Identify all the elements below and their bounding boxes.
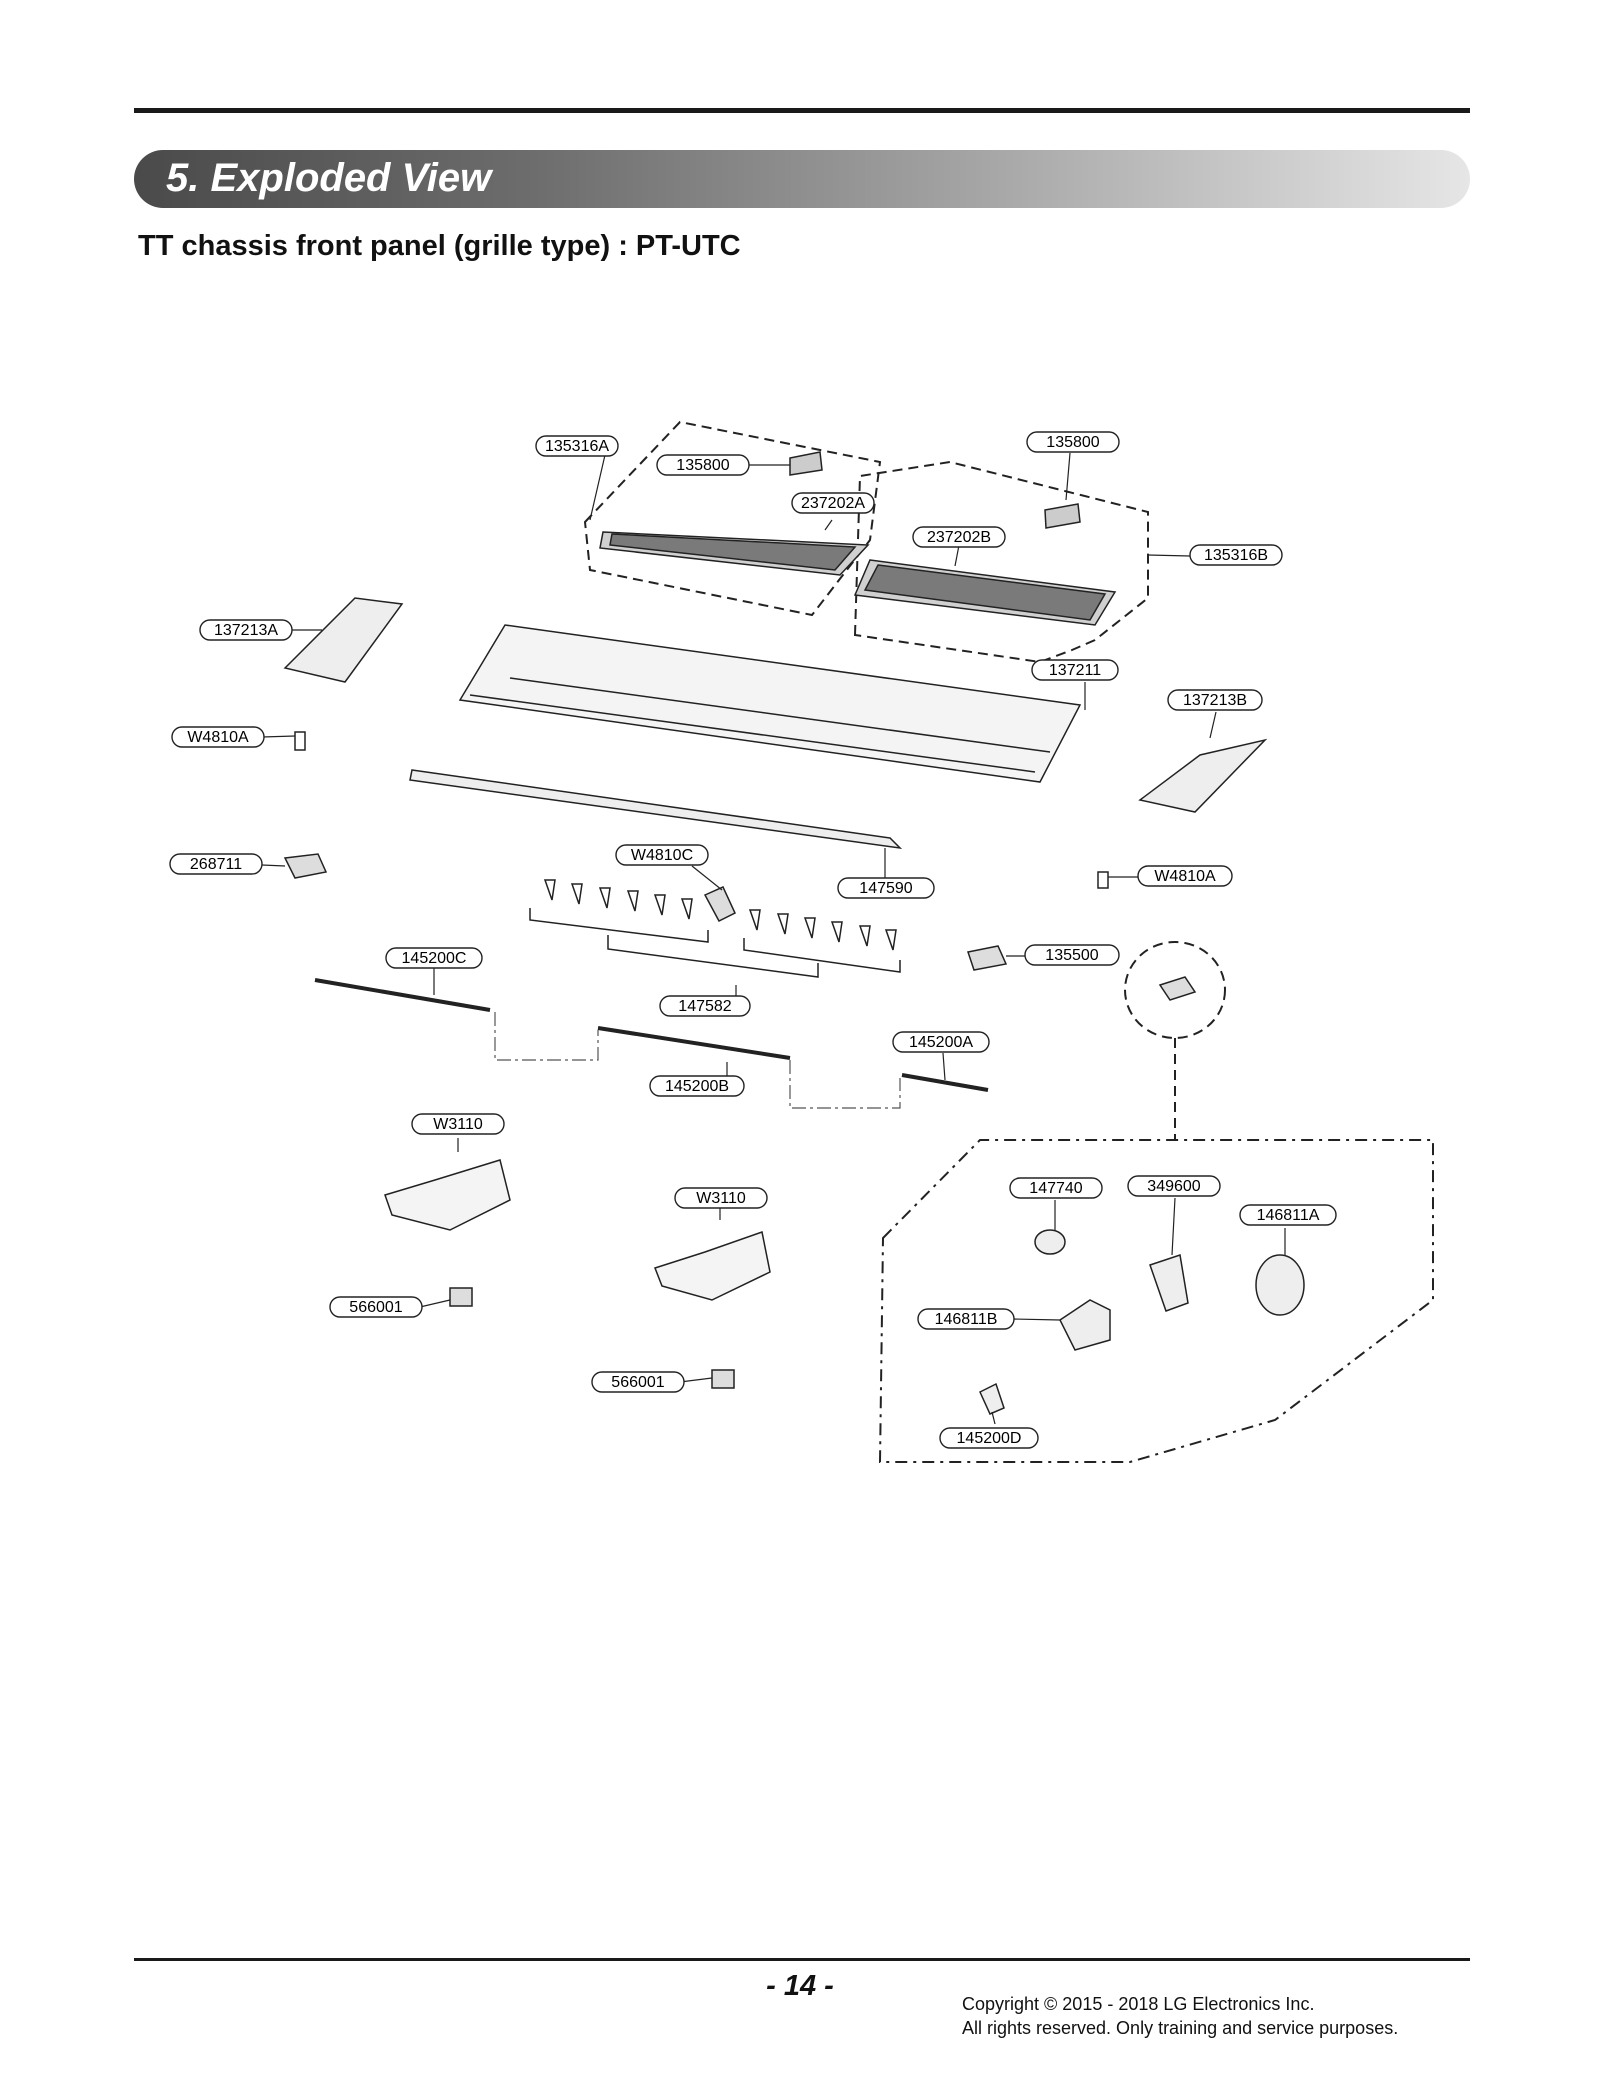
callout-137211: 137211 (1049, 662, 1101, 679)
callout-147582: 147582 (678, 998, 731, 1015)
clip-w4810a-left (294, 731, 306, 751)
callout-268711-label: 268711 (169, 853, 263, 875)
callout-137213a: 137213A (214, 622, 278, 639)
callout-349600-label: 349600 (1127, 1175, 1221, 1197)
callout-146811a: 146811A (1257, 1207, 1320, 1224)
callout-566001-b-label: 566001 (591, 1371, 685, 1393)
rod-145200c (314, 978, 491, 1012)
grille-a-group-outline (583, 420, 882, 617)
section-title: 5. Exploded View (166, 156, 492, 200)
callout-145200b: 145200B (665, 1078, 729, 1095)
callout-135316b-label: 135316B (1189, 544, 1283, 566)
callout-137213b-label: 137213B (1167, 689, 1263, 711)
rod-link-lines (494, 1012, 901, 1109)
side-panel-137213b (1138, 738, 1268, 813)
callout-135800-b: 135800 (1046, 434, 1099, 451)
micro-switch-566001-b (711, 1369, 735, 1389)
callout-147582-label: 147582 (659, 995, 751, 1017)
callout-135800-b-label: 135800 (1026, 431, 1120, 453)
bar-147590 (409, 769, 903, 850)
bracket-268711 (283, 853, 328, 879)
callout-237202a-label: 237202A (791, 492, 875, 514)
page-number: - 14 - (766, 1970, 834, 2002)
callout-w3110-b-label: W3110 (674, 1187, 768, 1209)
grille-b-group-outline (853, 460, 1149, 664)
side-panel-137213a (283, 597, 404, 683)
callout-147590-label: 147590 (837, 877, 935, 899)
callout-137211-label: 137211 (1031, 659, 1119, 681)
top-rule (134, 108, 1470, 113)
callout-566001-a-label: 566001 (329, 1296, 423, 1318)
grille-b (853, 559, 1117, 626)
callout-237202b-label: 237202B (912, 526, 1006, 548)
callout-145200c-label: 145200C (385, 947, 483, 969)
callout-566001-b: 566001 (611, 1374, 664, 1391)
callout-349600: 349600 (1147, 1178, 1200, 1195)
arm-145200d (979, 1382, 1005, 1415)
clip-135800-a (789, 451, 823, 476)
detail-part (1158, 976, 1197, 1001)
grille-a (599, 531, 870, 576)
callout-145200b-label: 145200B (649, 1075, 745, 1097)
callout-135500-label: 135500 (1024, 944, 1120, 966)
callout-145200a: 145200A (909, 1034, 973, 1051)
callout-w3110-b: W3110 (696, 1190, 746, 1207)
bracket-135500 (967, 945, 1008, 971)
front-panel-137211 (458, 624, 1082, 783)
motor-146811a (1255, 1254, 1305, 1316)
callout-135500: 135500 (1045, 947, 1098, 964)
section-header-bar: 5. Exploded View (134, 150, 1470, 208)
callout-147740-label: 147740 (1009, 1177, 1103, 1199)
clip-w4810a-right (1097, 871, 1109, 889)
callout-137213a-label: 137213A (199, 619, 293, 641)
callout-135800-a-label: 135800 (656, 454, 750, 476)
clip-w4810c (703, 886, 736, 922)
copyright-line-1: Copyright © 2015 - 2018 LG Electronics I… (962, 1994, 1315, 2014)
gearbox-146811b (1059, 1299, 1111, 1351)
louver-brackets (529, 908, 901, 978)
callout-145200a-label: 145200A (892, 1031, 990, 1053)
louver-blades (543, 879, 897, 951)
callout-135316a-label: 135316A (535, 435, 619, 457)
callout-w4810a-left: W4810A (187, 729, 249, 746)
callout-147740: 147740 (1029, 1180, 1082, 1197)
callout-w3110-a: W3110 (433, 1116, 483, 1133)
switch-housing-w3110-b (654, 1231, 771, 1301)
callout-w4810a-right: W4810A (1154, 868, 1216, 885)
switch-housing-w3110-a (384, 1159, 511, 1231)
callout-w4810c: W4810C (631, 847, 693, 864)
copyright-line-2: All rights reserved. Only training and s… (962, 2018, 1399, 2038)
callout-237202a: 237202A (801, 495, 865, 512)
clip-135800-b (1044, 503, 1081, 529)
callout-137213b: 137213B (1183, 692, 1247, 709)
bottom-rule (134, 1958, 1470, 1961)
callout-237202b: 237202B (927, 529, 991, 546)
rod-145200b (597, 1026, 791, 1060)
callout-w4810c-label: W4810C (615, 844, 709, 866)
callout-135316a: 135316A (545, 438, 609, 455)
callout-135800-a: 135800 (676, 457, 729, 474)
detail-circle (1124, 941, 1226, 1039)
callout-566001-a: 566001 (349, 1299, 402, 1316)
callout-146811b: 146811B (935, 1311, 998, 1328)
callout-146811b-label: 146811B (917, 1308, 1015, 1330)
callout-145200c: 145200C (402, 950, 467, 967)
callout-135316b: 135316B (1204, 547, 1268, 564)
leader-lines (261, 452, 1286, 1425)
callout-145200d: 145200D (957, 1430, 1022, 1447)
callout-268711: 268711 (190, 856, 242, 873)
rod-145200a (901, 1073, 989, 1092)
bracket-349600 (1149, 1254, 1189, 1312)
coupling-147740 (1034, 1229, 1066, 1255)
callout-w3110-a-label: W3110 (411, 1113, 505, 1135)
callout-w4810a-left-label: W4810A (171, 726, 265, 748)
callout-146811a-label: 146811A (1239, 1204, 1337, 1226)
callout-145200d-label: 145200D (939, 1427, 1039, 1449)
copyright-notice: Copyright © 2015 - 2018 LG Electronics I… (962, 1992, 1398, 2040)
micro-switch-566001-a (449, 1287, 473, 1307)
exploded-view-diagram: 135316A 135800 237202A 135800 237202B 13… (0, 400, 1600, 1480)
callout-w4810a-right-label: W4810A (1137, 865, 1233, 887)
callout-147590: 147590 (859, 880, 912, 897)
page-subtitle: TT chassis front panel (grille type) : P… (138, 230, 741, 262)
